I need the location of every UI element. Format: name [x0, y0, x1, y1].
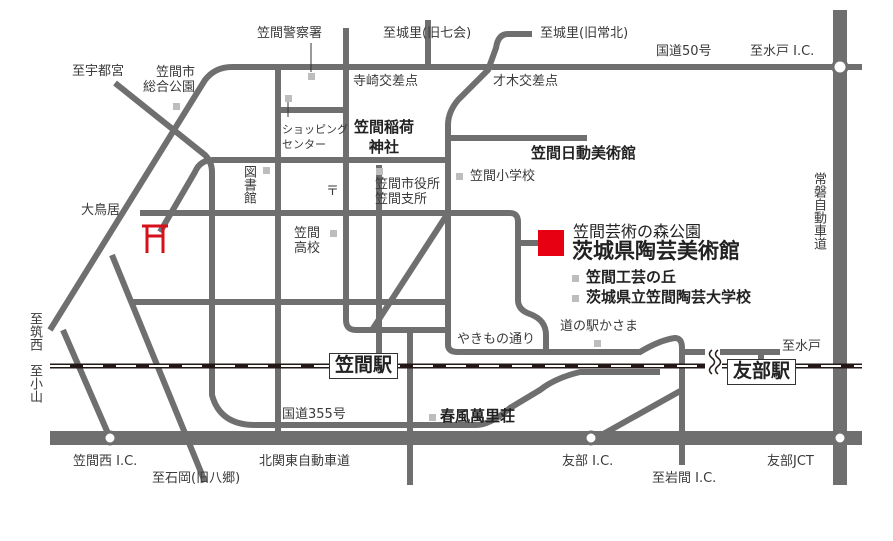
- gray-square-marker-icon: [456, 173, 463, 180]
- label-otorii: 大鳥居: [81, 203, 121, 218]
- label-to-oyama: 至小山: [27, 364, 42, 403]
- tomobe-ic-road: [596, 387, 684, 440]
- wavy-break-icon: [708, 349, 722, 375]
- label-to-chikusei: 至筑西: [27, 312, 42, 351]
- label-terasaki-crossing: 寺崎交差点: [353, 74, 419, 89]
- museum-access-road: [140, 210, 549, 352]
- route-355-road: [410, 369, 660, 428]
- label-to-shirosato-nanakai: 至城里(旧七会): [383, 26, 472, 41]
- gray-square-marker-icon: [308, 73, 315, 80]
- label-ceramic-museum: 茨城県陶芸美術館: [572, 239, 740, 263]
- station-tomobe[interactable]: 友部駅: [727, 359, 797, 385]
- label-tomobe-jct: 友部JCT: [767, 454, 814, 469]
- label-shopping-center: ショッピング センター: [282, 123, 348, 151]
- label-joban-expressway: 常磐自動車道: [811, 172, 826, 250]
- tomobe-ic-icon: [583, 430, 599, 446]
- gray-square-marker-icon: [376, 168, 383, 175]
- label-saiki-crossing: 才木交差点: [493, 74, 559, 89]
- northwest-diagonal-road: [47, 64, 233, 332]
- gray-square-marker-icon: [330, 230, 337, 237]
- label-to-shirosato-tsunekita: 至城里(旧常北): [540, 26, 629, 41]
- label-to-ishioka: 至石岡(旧八郷): [152, 471, 241, 486]
- kasama-nishi-ic-icon: [102, 430, 118, 446]
- mito-ic-icon: [831, 58, 849, 76]
- kasama-nishi-road: [60, 328, 113, 440]
- station-kasama[interactable]: 笠間駅: [329, 353, 399, 379]
- vertical-road-b: [343, 28, 450, 333]
- label-elementary-school: 笠間小学校: [470, 169, 536, 184]
- label-michinoeki: 道の駅かさま: [560, 319, 639, 334]
- label-to-mito-ic: 至水戸 I.C.: [750, 44, 815, 59]
- tomobe-jct-icon: [832, 430, 848, 446]
- label-to-utsunomiya: 至宇都宮: [72, 64, 125, 79]
- label-route50: 国道50号: [656, 44, 712, 59]
- gray-square-marker-icon: [429, 414, 436, 421]
- label-to-iwama-ic: 至岩間 I.C.: [652, 471, 717, 486]
- red-square-destination-icon: [538, 230, 564, 256]
- label-to-mito: 至水戸: [782, 339, 822, 354]
- city-office-diagonal: [369, 211, 451, 332]
- label-tomobe-ic: 友部 I.C.: [562, 454, 614, 469]
- torii-gate-icon: [142, 224, 168, 253]
- label-art-forest-park: 笠間芸術の森公園: [573, 222, 702, 241]
- interchanges: [102, 58, 849, 446]
- gray-square-marker-icon: [369, 143, 376, 150]
- post-office-icon: 〒: [326, 184, 340, 199]
- gray-square-marker-icon: [572, 295, 579, 302]
- label-yakimono-street: やきもの通り: [457, 332, 536, 347]
- gray-square-marker-icon: [173, 103, 180, 110]
- library-spur-road: [157, 157, 214, 234]
- label-high-school: 笠間 高校: [294, 226, 321, 256]
- gray-square-marker-icon: [285, 95, 292, 102]
- gray-square-marker-icon: [263, 167, 270, 174]
- label-sogo-park: 笠間市 総合公園: [143, 65, 196, 95]
- label-inari-shrine: 笠間稲荷 神社: [354, 118, 415, 156]
- label-kasama-nishi-ic: 笠間西 I.C.: [73, 454, 138, 469]
- gray-square-marker-icon: [594, 340, 601, 347]
- label-city-office: 笠間市役所 笠間支所: [375, 177, 441, 207]
- label-kitakanto-expressway: 北関東自動車道: [259, 454, 351, 469]
- saiki-road: [445, 31, 546, 355]
- leader-lines: [287, 43, 312, 117]
- label-police: 笠間警察署: [257, 26, 323, 41]
- michinoeki-loop-road: [546, 335, 685, 465]
- label-route355: 国道355号: [282, 407, 346, 422]
- expressways: [50, 10, 862, 485]
- label-shunpu-banri-so: 春風萬里荘: [440, 407, 516, 425]
- gray-square-marker-icon: [572, 275, 579, 282]
- label-craft-hill: 笠間工芸の丘: [586, 268, 677, 286]
- label-nichido-museum: 笠間日動美術館: [531, 144, 637, 162]
- label-ceramic-college: 茨城県立笠間陶芸大学校: [586, 288, 752, 306]
- label-library: 図書館: [241, 165, 256, 204]
